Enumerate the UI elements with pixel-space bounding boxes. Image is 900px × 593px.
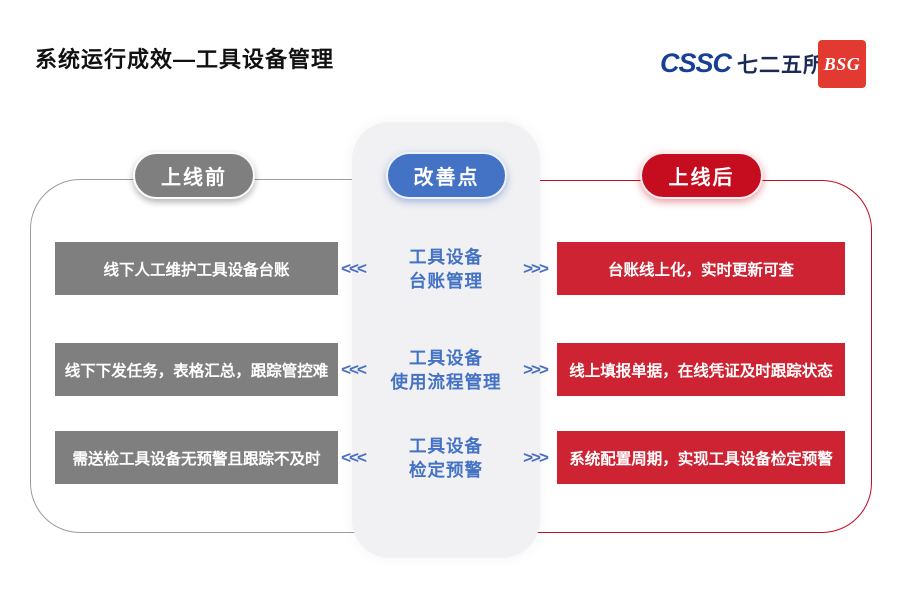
after-item-1: 台账线上化，实时更新可查 — [557, 242, 845, 295]
cssc-logo-chinese: 七二五所 — [737, 53, 826, 77]
bsg-logo: BSG — [818, 40, 866, 88]
improvement-item-1: 工具设备 台账管理 — [372, 244, 520, 294]
after-item-3: 系统配置周期，实现工具设备检定预警 — [557, 431, 845, 484]
improvement-item-2-line2: 使用流程管理 — [390, 372, 502, 392]
improvement-item-1-line2: 台账管理 — [409, 271, 483, 291]
page-title: 系统运行成效—工具设备管理 — [35, 47, 335, 72]
before-pill: 上线前 — [133, 152, 255, 199]
right-arrows-icon: >>> — [523, 259, 549, 278]
before-item-3: 需送检工具设备无预警且跟踪不及时 — [55, 431, 338, 484]
after-item-2: 线上填报单据，在线凭证及时跟踪状态 — [557, 343, 845, 396]
bsg-logo-text: BSG — [823, 53, 861, 74]
left-arrows-icon: <<< — [341, 259, 367, 278]
improvement-item-3-line1: 工具设备 — [409, 436, 483, 456]
improvement-item-2-line1: 工具设备 — [409, 348, 483, 368]
before-item-1: 线下人工维护工具设备台账 — [55, 242, 338, 295]
before-item-2: 线下下发任务，表格汇总，跟踪管控难 — [55, 343, 338, 396]
right-arrows-icon: >>> — [523, 360, 549, 379]
right-arrows-icon: >>> — [523, 448, 549, 467]
cssc-logo: CSSC 七二五所 — [660, 48, 825, 79]
improvement-item-1-line1: 工具设备 — [409, 247, 483, 267]
left-arrows-icon: <<< — [341, 448, 367, 467]
improvement-pill: 改善点 — [386, 152, 507, 199]
after-pill: 上线后 — [640, 152, 763, 199]
improvement-item-3: 工具设备 检定预警 — [372, 433, 520, 483]
left-arrows-icon: <<< — [341, 360, 367, 379]
improvement-item-3-line2: 检定预警 — [409, 460, 483, 480]
improvement-item-2: 工具设备 使用流程管理 — [372, 345, 520, 395]
cssc-logo-mark: CSSC — [660, 48, 732, 78]
